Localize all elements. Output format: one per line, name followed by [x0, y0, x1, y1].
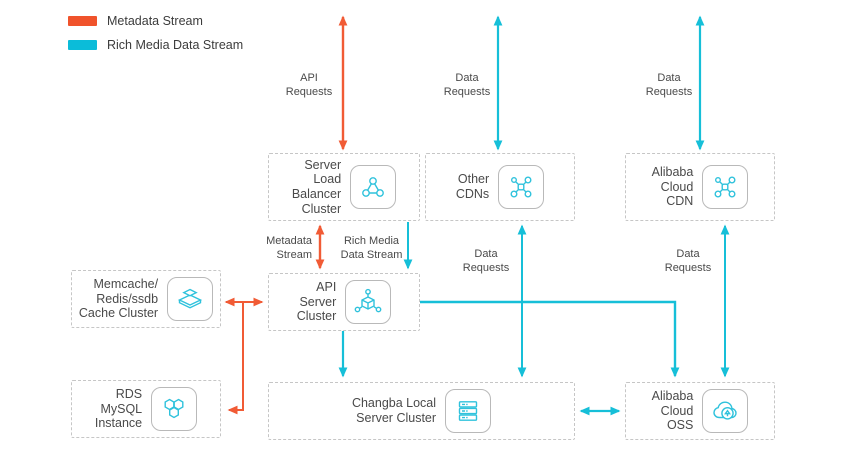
edge-label-data-requests-other-cdns: Data Requests: [443, 72, 491, 99]
arrow-api-rds: [227, 302, 244, 415]
node-label: Server Load Balancer Cluster: [291, 157, 342, 216]
edge-label-data-requests-ali-cdn: Data Requests: [645, 72, 693, 99]
node-api-server-cluster: API Server Cluster: [268, 273, 420, 331]
legend-item-rich-media: Rich Media Data Stream: [68, 33, 243, 57]
load-balancer-icon: [350, 165, 397, 209]
metadata-stream-swatch: [68, 16, 97, 26]
edge-label-metadata-stream: Metadata Stream: [266, 235, 312, 262]
cdn-icon: [702, 165, 749, 209]
edge-label-data-requests-cdn-oss: Data Requests: [664, 248, 712, 275]
edge-label-rich-media-data-stream: Rich Media Data Stream: [340, 235, 403, 262]
node-alibaba-cloud-cdn: Alibaba Cloud CDN: [625, 153, 775, 221]
node-rds-mysql-instance: RDS MySQL Instance: [71, 380, 221, 438]
node-label: Other CDNs: [455, 172, 490, 201]
database-hex-icon: [151, 387, 198, 431]
cdn-icon: [498, 165, 545, 209]
node-label: Changba Local Server Cluster: [351, 396, 437, 425]
legend-label: Rich Media Data Stream: [107, 38, 244, 52]
api-cluster-icon: [345, 280, 392, 324]
node-other-cdns: Other CDNs: [425, 153, 575, 221]
cache-stack-icon: [167, 277, 214, 321]
node-label: Alibaba Cloud OSS: [651, 388, 694, 433]
node-label: Alibaba Cloud CDN: [651, 164, 694, 209]
legend-item-metadata: Metadata Stream: [68, 9, 243, 33]
arrow-api-oss: [420, 300, 680, 378]
legend-label: Metadata Stream: [107, 14, 203, 28]
edge-label-data-requests-cdns-changba: Data Requests: [462, 248, 510, 275]
edge-label-api-requests: API Requests: [285, 72, 333, 99]
node-memcache-redis-ssdb-cache-cluster: Memcache/ Redis/ssdb Cache Cluster: [71, 270, 221, 328]
server-rack-icon: [445, 389, 492, 433]
node-changba-local-server-cluster: Changba Local Server Cluster: [268, 382, 575, 440]
node-label: RDS MySQL Instance: [94, 386, 143, 431]
node-alibaba-cloud-oss: Alibaba Cloud OSS: [625, 382, 775, 440]
cloud-storage-icon: [702, 389, 749, 433]
legend: Metadata Stream Rich Media Data Stream: [68, 9, 243, 57]
node-label: Memcache/ Redis/ssdb Cache Cluster: [78, 276, 159, 321]
node-label: API Server Cluster: [296, 279, 337, 324]
rich-media-stream-swatch: [68, 40, 97, 50]
node-server-load-balancer-cluster: Server Load Balancer Cluster: [268, 153, 420, 221]
